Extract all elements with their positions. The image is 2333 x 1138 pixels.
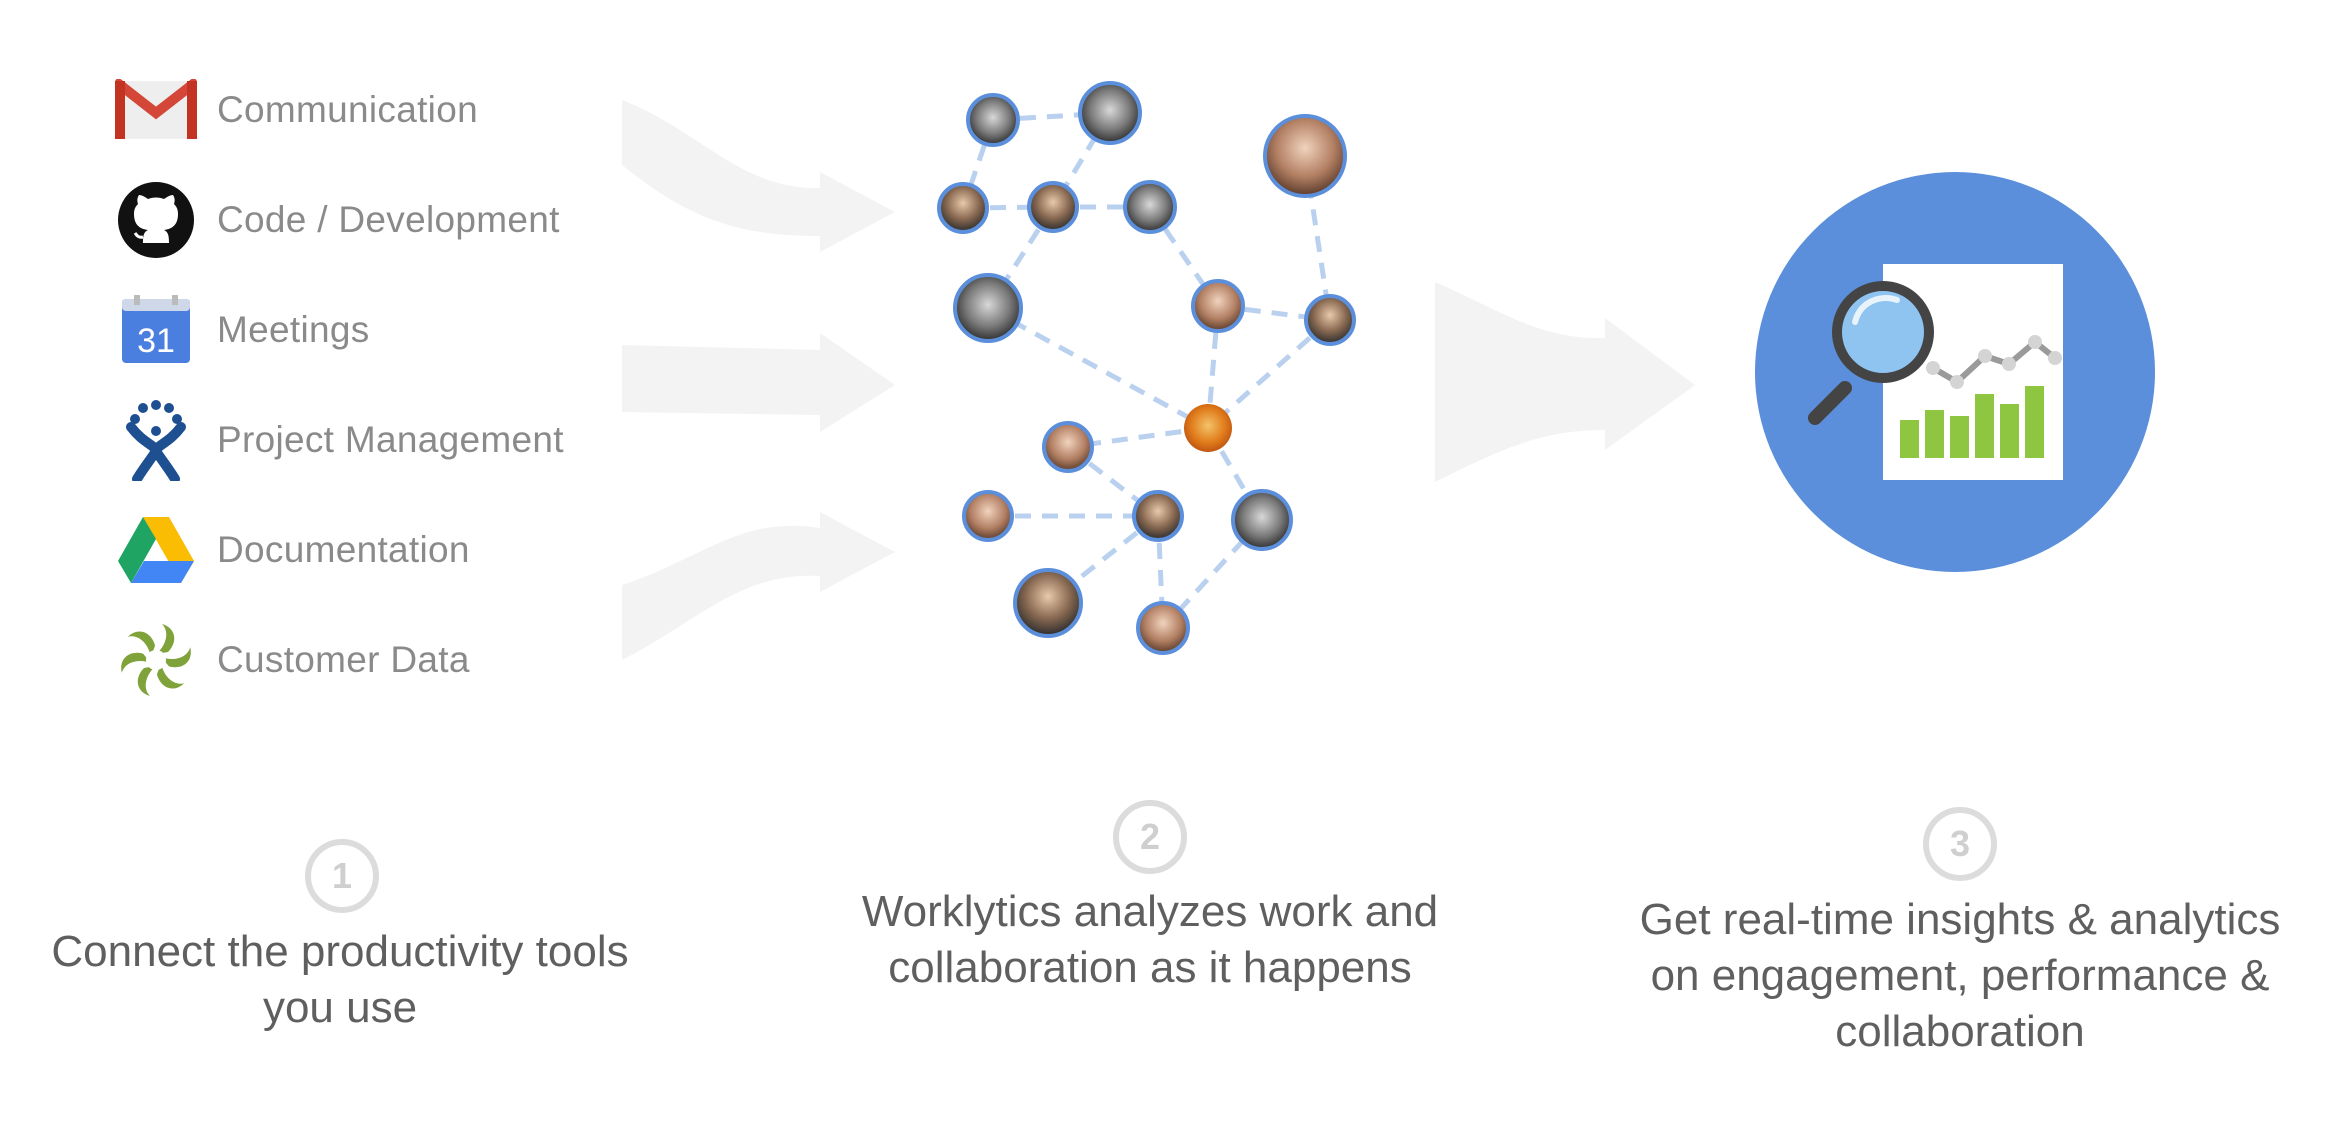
avatar: [937, 182, 989, 234]
tool-meetings: 31 Meetings: [115, 290, 370, 370]
calendar-icon: 31: [115, 290, 197, 370]
tool-customer-data: Customer Data: [115, 620, 470, 700]
avatar: [1136, 601, 1190, 655]
caption-line: you use: [262, 983, 418, 1032]
caption-line: Connect the productivity tools: [51, 927, 629, 976]
avatar: [1027, 181, 1079, 233]
tool-label: Code / Development: [217, 199, 560, 240]
tool-label: Communication: [217, 89, 478, 130]
github-icon: [115, 180, 197, 260]
avatar: [953, 273, 1023, 343]
tool-label: Meetings: [217, 309, 370, 350]
tool-label: Project Management: [217, 419, 564, 460]
caption-line: Worklytics analyzes work and: [861, 887, 1439, 936]
drive-icon: [115, 510, 197, 590]
trend-line-icon: [1926, 335, 2062, 389]
avatar: [1184, 404, 1232, 452]
avatar: [1123, 180, 1177, 234]
tool-project-management: Project Management: [115, 400, 564, 481]
tool-label: Customer Data: [217, 639, 470, 680]
avatar: [1078, 81, 1142, 145]
tool-communication: Communication: [115, 70, 478, 150]
avatar: [1013, 568, 1083, 638]
avatar: [966, 93, 1020, 147]
step-caption-2: Worklytics analyzes work and collaborati…: [830, 884, 1470, 996]
step-number-2: 2: [1113, 800, 1187, 874]
calendar-day: 31: [137, 322, 175, 360]
step-number-3: 3: [1923, 807, 1997, 881]
jira-icon: [115, 400, 197, 481]
tool-label: Documentation: [217, 529, 470, 570]
step-caption-1: Connect the productivity tools you use: [20, 924, 660, 1036]
avatar: [1263, 114, 1347, 198]
avatar: [1191, 279, 1245, 333]
arrow-bottom: [622, 512, 895, 660]
insights-graphic: [1755, 172, 2155, 572]
step-number-1: 1: [305, 839, 379, 913]
avatar: [962, 490, 1014, 542]
network-avatars: [937, 81, 1356, 655]
avatar: [1042, 421, 1094, 473]
caption-line: Get real-time insights & analytics: [1639, 895, 2281, 944]
step-caption-3: Get real-time insights & analytics on en…: [1610, 892, 2310, 1060]
customer-data-icon: [115, 620, 197, 700]
magnifier-icon: [1808, 281, 1934, 425]
tool-code-development: Code / Development: [115, 180, 560, 260]
caption-line: collaboration as it happens: [888, 943, 1412, 992]
tool-documentation: Documentation: [115, 510, 470, 590]
avatar: [1231, 489, 1293, 551]
arrow-right: [1435, 282, 1695, 482]
avatar: [1304, 294, 1356, 346]
caption-line: on engagement, performance &: [1650, 951, 2270, 1000]
bar-chart-icon: [1900, 386, 2044, 458]
arrow-middle: [622, 333, 895, 432]
avatar: [1132, 490, 1184, 542]
caption-line: collaboration: [1835, 1007, 2085, 1056]
gmail-icon: [115, 70, 197, 150]
arrow-top: [622, 100, 895, 252]
